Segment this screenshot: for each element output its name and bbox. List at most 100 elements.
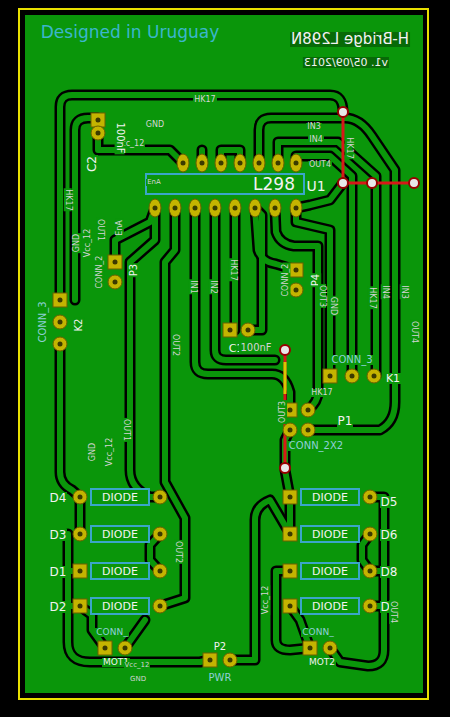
drill-hole xyxy=(103,646,108,651)
drill-hole xyxy=(78,604,83,609)
drill-hole xyxy=(288,408,293,413)
silkscreen-label: HK17 xyxy=(368,286,376,309)
copper-pour xyxy=(24,14,424,694)
drill-hole xyxy=(158,604,163,609)
drill-hole xyxy=(113,260,118,265)
silkscreen-label: D8 xyxy=(380,566,399,578)
solder-pad xyxy=(73,490,87,504)
silkscreen-label: CONN_ xyxy=(301,628,334,637)
solder-pad xyxy=(301,403,315,417)
silkscreen-label: D6 xyxy=(380,529,399,541)
diode-value: DIODE xyxy=(312,492,348,503)
silkscreen-label: P3 xyxy=(129,263,139,277)
board-edge xyxy=(19,9,428,699)
silkscreen-label: OUT4 xyxy=(389,600,397,624)
solder-pad xyxy=(73,564,87,578)
pad-group xyxy=(53,107,419,667)
drill-hole xyxy=(294,288,299,293)
solder-pad xyxy=(289,263,303,277)
drill-hole xyxy=(200,161,205,166)
diode-outline: DIODE xyxy=(300,525,360,543)
solder-pad xyxy=(73,599,87,613)
silkscreen-label: K2 xyxy=(74,318,84,333)
solder-pad xyxy=(53,315,67,329)
silkscreen-label: OUT1 xyxy=(96,218,104,242)
diode-outline: DIODE xyxy=(90,488,150,506)
silkscreen-label: 100nF xyxy=(115,121,125,154)
ic-value: L298 xyxy=(253,176,295,193)
silkscreen-label: P2 xyxy=(213,642,227,652)
via xyxy=(280,463,290,473)
solder-pad xyxy=(203,653,217,667)
drill-hole xyxy=(158,532,163,537)
drill-hole xyxy=(368,532,373,537)
silkscreen-label: D5 xyxy=(380,496,399,508)
drill-hole xyxy=(276,161,281,166)
solder-pad xyxy=(177,154,189,172)
silkscreen-label: HK17 xyxy=(229,258,237,281)
silkscreen-label: D2 xyxy=(49,601,68,613)
silkscreen-label: HK17 xyxy=(345,136,353,159)
solder-pad xyxy=(323,641,337,655)
solder-pad xyxy=(215,154,227,172)
silkscreen-label: GND xyxy=(329,296,337,316)
solder-pad xyxy=(153,527,167,541)
drill-hole xyxy=(294,161,299,166)
solder-pad xyxy=(153,564,167,578)
drill-hole xyxy=(58,320,63,325)
solder-pad xyxy=(98,641,112,655)
solder-pad xyxy=(301,423,315,437)
silkscreen-label: H-Bridge L298N xyxy=(290,32,410,47)
solder-pad xyxy=(289,283,303,297)
drill-hole xyxy=(288,604,293,609)
solder-pad xyxy=(363,564,377,578)
silkscreen-label: GND xyxy=(129,676,147,683)
silkscreen-label: IN3 xyxy=(400,284,408,299)
drill-hole xyxy=(257,161,262,166)
drill-hole xyxy=(228,328,233,333)
drill-hole xyxy=(123,646,128,651)
solder-pad xyxy=(53,337,67,351)
solder-pad xyxy=(108,255,122,269)
silkscreen-label: CONN_ xyxy=(95,628,128,637)
solder-pad xyxy=(196,154,208,172)
silkscreen-label: GND xyxy=(145,121,165,129)
solder-pad xyxy=(53,293,67,307)
drill-hole xyxy=(158,495,163,500)
drill-hole xyxy=(288,428,293,433)
silkscreen-label: IN3 xyxy=(306,123,321,131)
solder-pad xyxy=(367,369,381,383)
solder-pad xyxy=(169,199,181,217)
drill-hole xyxy=(96,131,101,136)
via xyxy=(367,178,377,188)
silkscreen-label: HK17 xyxy=(193,96,216,104)
solder-pad xyxy=(229,199,241,217)
solder-pad xyxy=(323,369,337,383)
ic-outline: L298 xyxy=(145,173,305,195)
silkscreen-label: Vcc_12 xyxy=(106,437,114,467)
silkscreen-label: Vcc_12 xyxy=(262,585,270,615)
diode-outline: DIODE xyxy=(90,597,150,615)
silkscreen-label: K1 xyxy=(385,373,401,384)
solder-pad xyxy=(241,323,255,337)
drill-hole xyxy=(306,408,311,413)
solder-pad xyxy=(118,641,132,655)
solder-pad xyxy=(223,323,237,337)
solder-pad xyxy=(290,199,302,217)
solder-pad xyxy=(249,199,261,217)
drill-hole xyxy=(368,569,373,574)
jumper-wire xyxy=(285,112,414,468)
silkscreen-label: P1 xyxy=(337,415,354,427)
solder-pad xyxy=(363,599,377,613)
drill-hole xyxy=(308,646,313,651)
drill-hole xyxy=(58,298,63,303)
solder-pad xyxy=(303,641,317,655)
drill-hole xyxy=(328,374,333,379)
solder-pad xyxy=(272,154,284,172)
diode-value: DIODE xyxy=(312,601,348,612)
diode-value: DIODE xyxy=(312,529,348,540)
silkscreen-label: IN2 xyxy=(209,279,217,294)
silkscreen-label: 100nF xyxy=(239,343,272,353)
silkscreen-label: GND xyxy=(73,233,81,253)
